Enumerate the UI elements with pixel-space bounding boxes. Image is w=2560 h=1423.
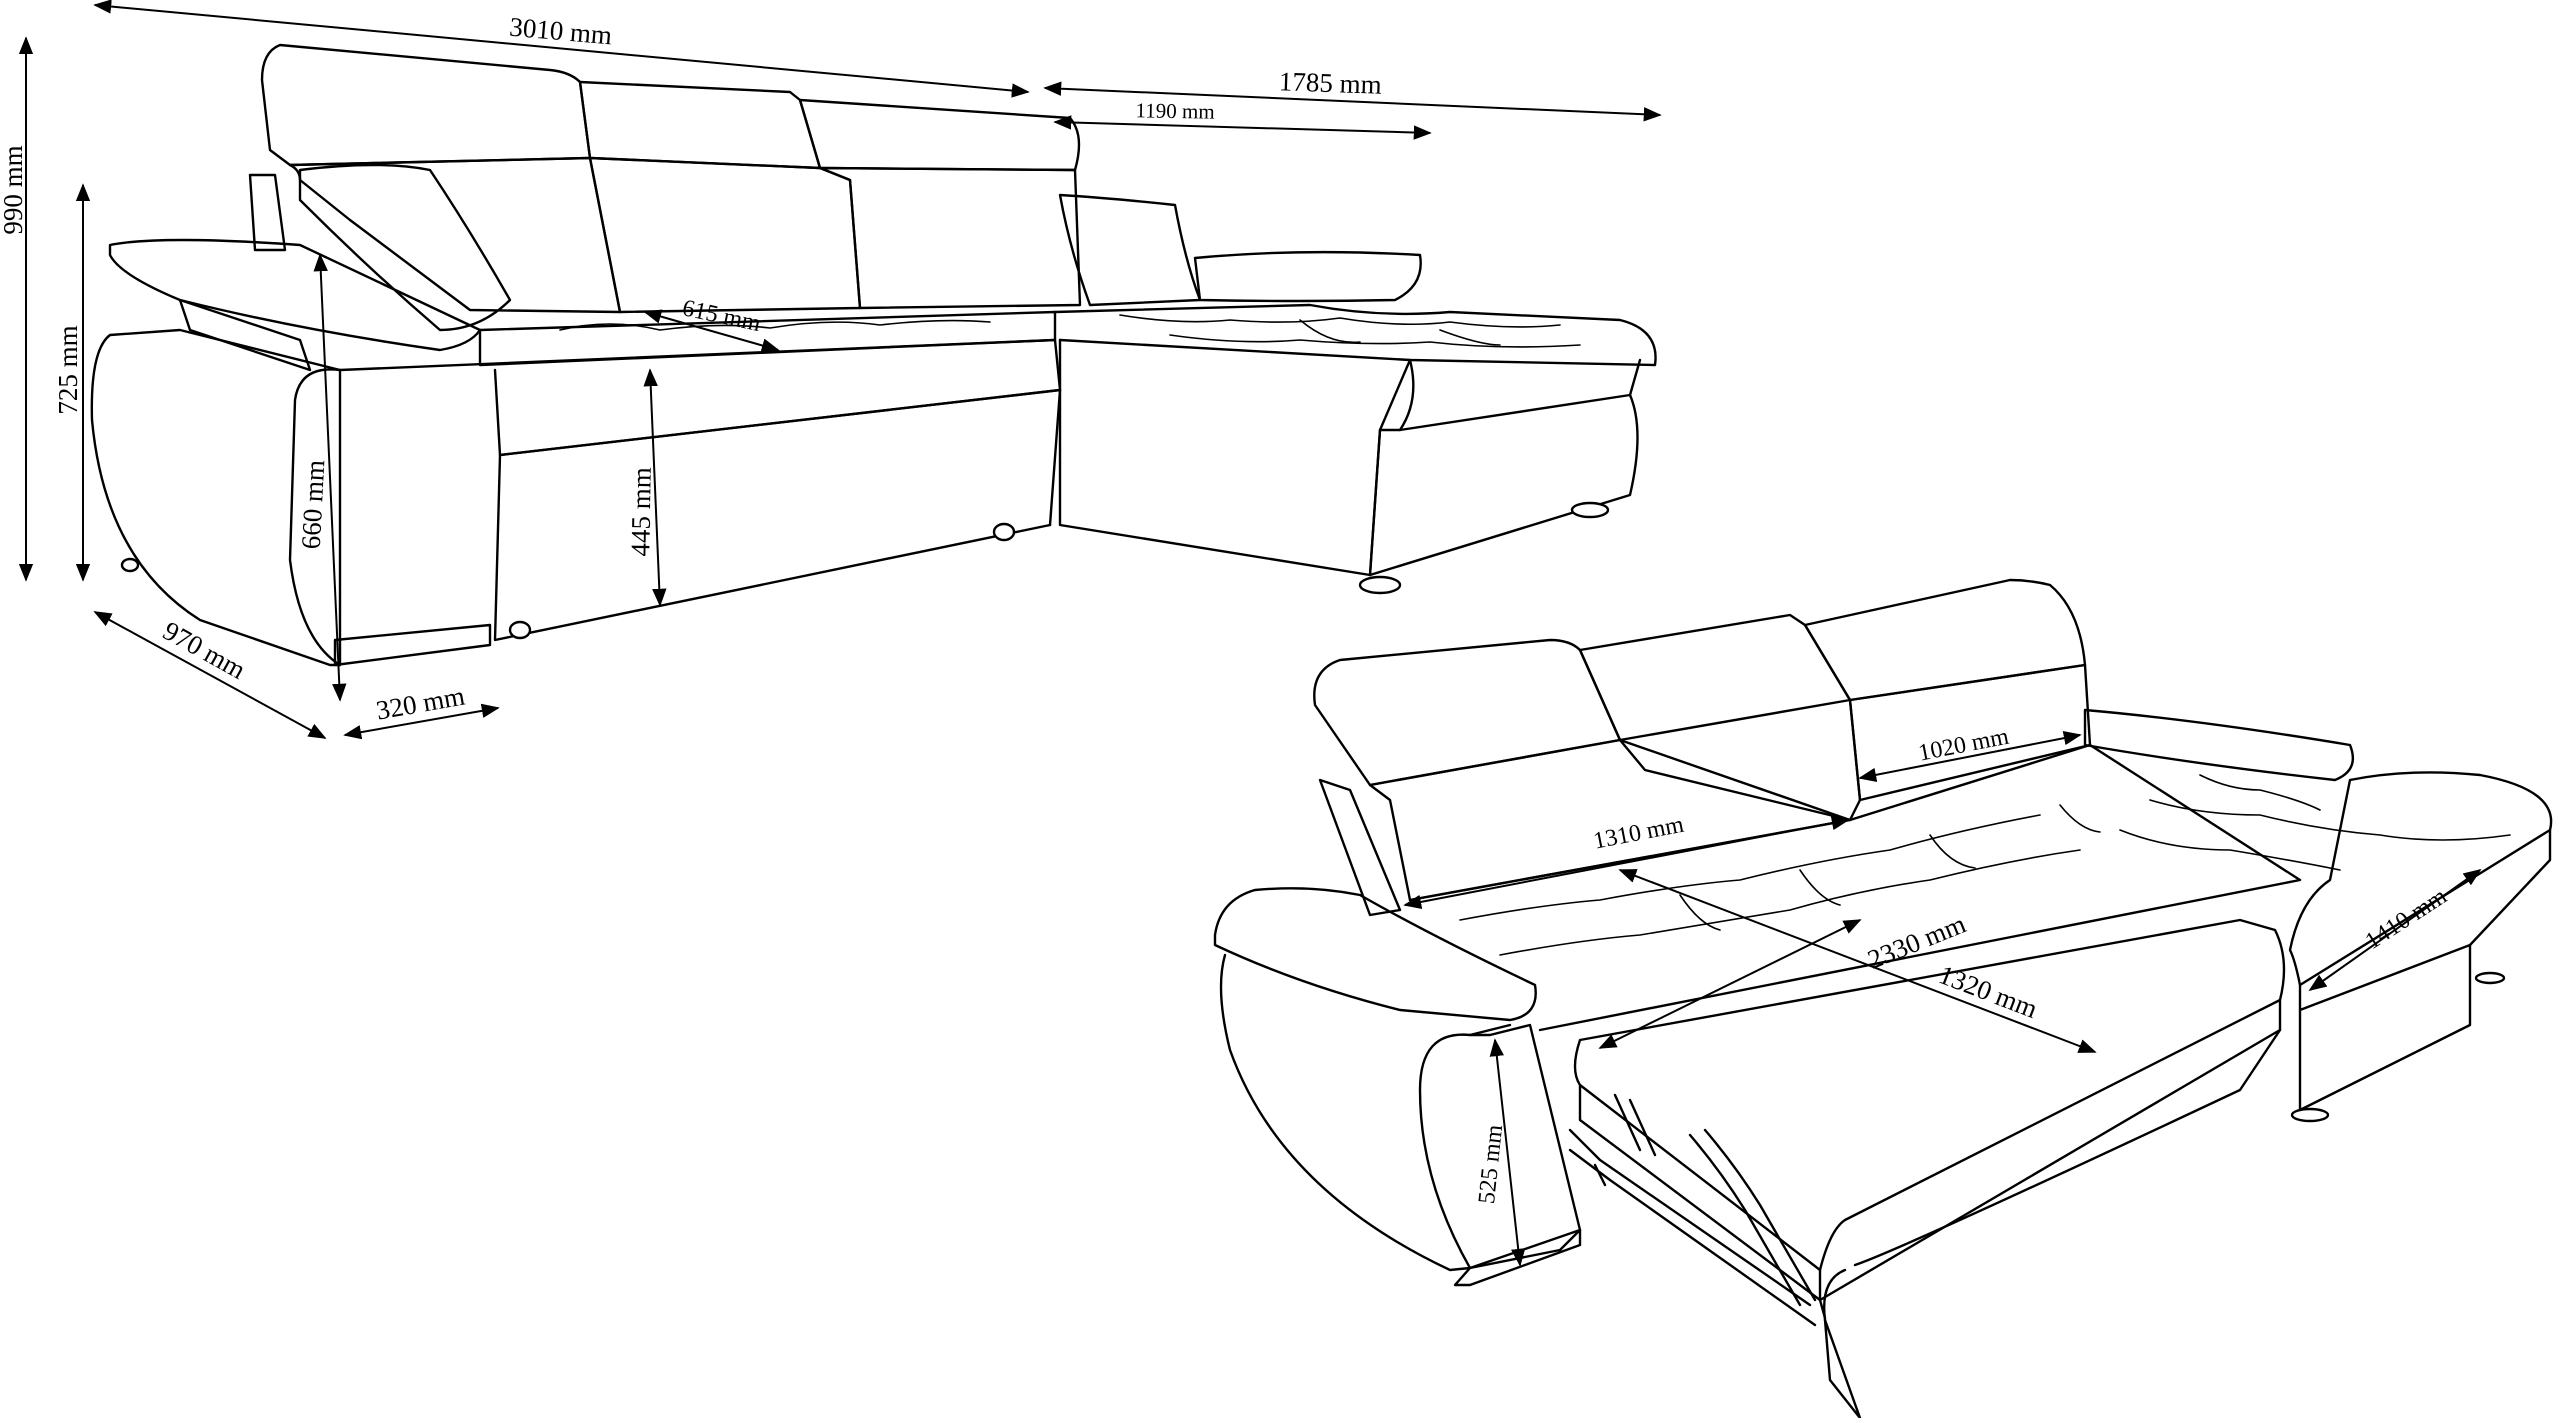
- label-armrest-width: 320 mm: [374, 681, 467, 726]
- label-bed-pullout: 1320 mm: [1935, 959, 2042, 1024]
- label-seat-height: 445 mm: [625, 467, 657, 557]
- label-chaise-length: 1785 mm: [1278, 66, 1382, 100]
- label-bed-armrest-height: 525 mm: [1474, 1123, 1508, 1205]
- label-depth: 970 mm: [158, 615, 251, 685]
- corner-sofa-drawing: [90, 43, 1657, 667]
- sofa-bed-drawing: [1213, 578, 2553, 1420]
- dimension-lines-bed: [1403, 731, 2482, 1267]
- label-height-backrest: 725 mm: [53, 325, 83, 414]
- label-seat-depth: 615 mm: [680, 295, 763, 337]
- label-bed-inner-width: 1310 mm: [1591, 812, 1686, 855]
- label-total-height: 990 mm: [0, 145, 28, 234]
- label-armrest-height: 660 mm: [296, 459, 331, 550]
- dimension-lines-top: [18, 0, 1662, 740]
- label-chaise-bed-length: 1410 mm: [2361, 883, 2452, 955]
- label-bed-back-width: 1020 mm: [1916, 724, 2011, 767]
- label-chaise-width: 1190 mm: [1135, 98, 1215, 123]
